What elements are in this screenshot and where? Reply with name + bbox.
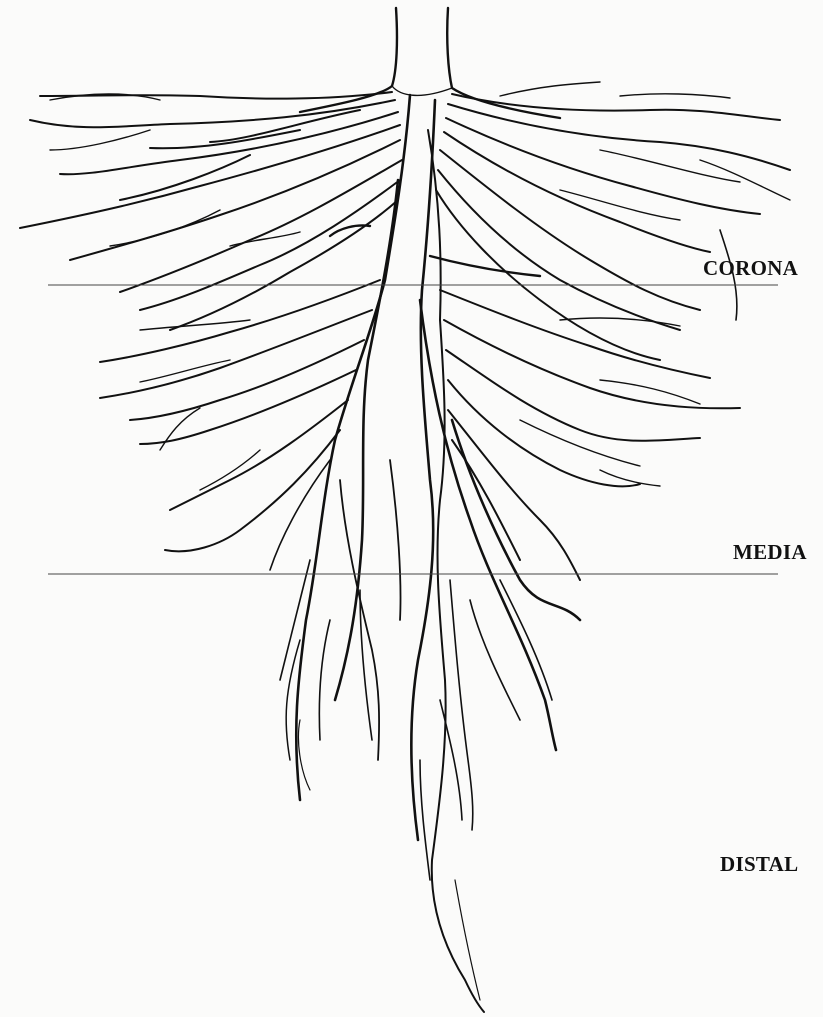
zone-label-media: MEDIA bbox=[733, 540, 807, 565]
laterals-distal bbox=[280, 560, 552, 1000]
taproot bbox=[286, 95, 580, 1012]
root-drawing bbox=[20, 8, 790, 1012]
stem bbox=[300, 8, 560, 118]
laterals-middle-left bbox=[100, 280, 380, 570]
zone-label-corona: CORONA bbox=[703, 256, 798, 281]
zone-label-distal: DISTAL bbox=[720, 852, 798, 877]
